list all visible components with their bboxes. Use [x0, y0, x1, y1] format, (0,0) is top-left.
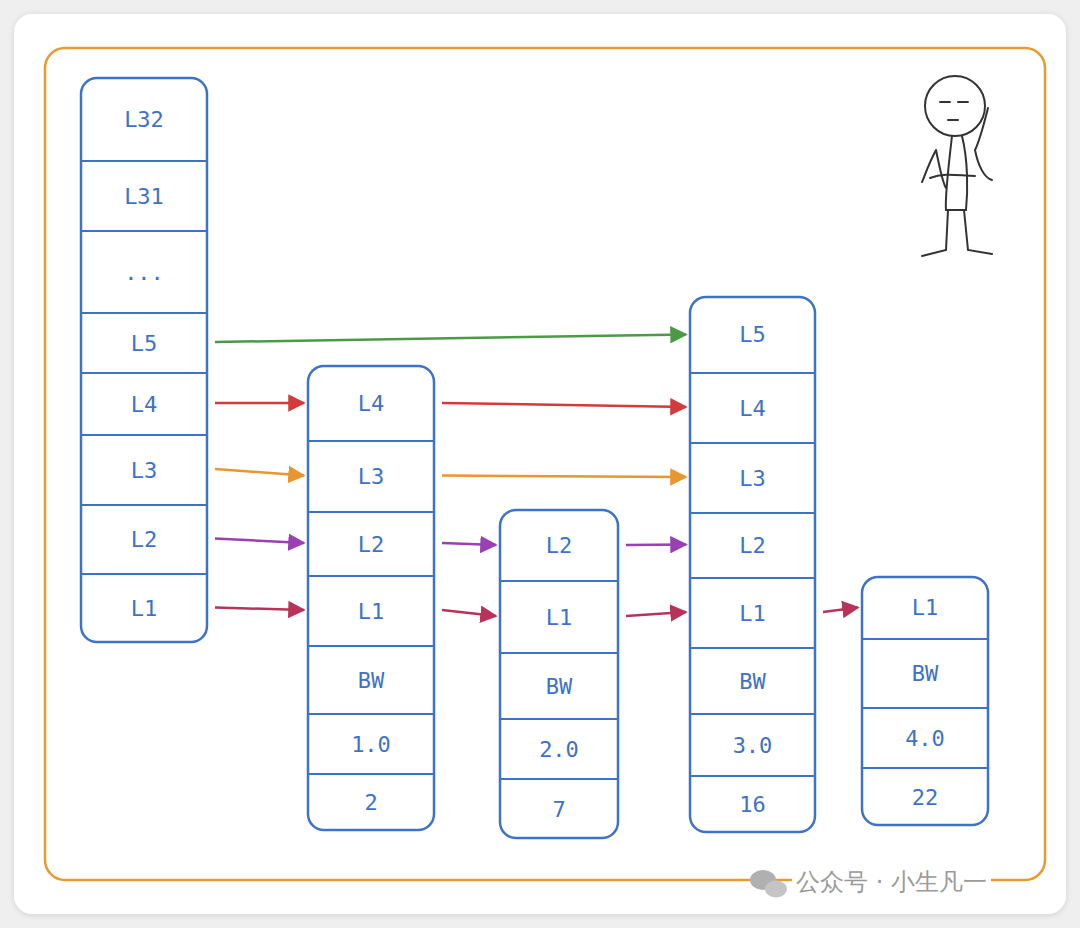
cell-label: BW — [358, 668, 385, 693]
layer-cell: L2 — [690, 512, 815, 577]
column-outline — [500, 510, 618, 838]
layer-cell: L5 — [690, 297, 815, 372]
cell-label: 16 — [739, 792, 766, 817]
layer-cell: L5 — [81, 312, 207, 372]
layer-cell: L1 — [81, 573, 207, 642]
outer-frame — [45, 48, 1045, 880]
layer-cell: 2 — [308, 773, 434, 830]
cell-label: 4.0 — [905, 726, 945, 751]
cell-label: L1 — [131, 596, 158, 621]
layer-arrow — [823, 608, 858, 613]
layer-cell: ... — [81, 230, 207, 312]
layer-arrow — [626, 543, 686, 546]
layer-arrow — [215, 335, 686, 343]
cell-label: 7 — [552, 797, 565, 822]
cell-label: L32 — [124, 107, 164, 132]
layer-cell: L3 — [81, 434, 207, 504]
column-outline — [81, 78, 207, 642]
layer-arrow — [626, 612, 686, 616]
cell-label: L1 — [358, 599, 385, 624]
layer-cell: 4.0 — [862, 707, 988, 767]
cell-label: L3 — [358, 464, 385, 489]
layer-cell: L4 — [690, 372, 815, 442]
layer-cell: L3 — [690, 442, 815, 512]
layer-cell: BW — [308, 645, 434, 713]
layer-cell: L4 — [308, 366, 434, 440]
cell-label: L4 — [358, 391, 385, 416]
layer-cell: L31 — [81, 160, 207, 230]
cell-label: L2 — [131, 527, 158, 552]
cell-label: 1.0 — [351, 732, 391, 757]
cell-label: L5 — [131, 331, 158, 356]
layer-cell: L1 — [690, 577, 815, 647]
column-outline — [862, 577, 988, 825]
layer-cell: L4 — [81, 372, 207, 434]
layer-arrow — [442, 610, 496, 616]
cell-label: BW — [546, 674, 573, 699]
cell-label: BW — [912, 661, 939, 686]
layer-arrow — [442, 543, 496, 545]
layer-cell: 2.0 — [500, 718, 618, 778]
cell-label: L1 — [546, 605, 573, 630]
layer-arrow — [215, 539, 304, 544]
cell-label: L2 — [546, 533, 573, 558]
wechat-icon — [750, 870, 787, 898]
layer-cell: L1 — [308, 575, 434, 645]
cell-label: 3.0 — [733, 733, 773, 758]
layer-cell: 1.0 — [308, 713, 434, 773]
watermark: 公众号 · 小生凡一 — [792, 866, 991, 898]
layer-cell: BW — [690, 647, 815, 713]
layer-cell: 7 — [500, 778, 618, 838]
column-outline — [690, 297, 815, 832]
cell-label: L2 — [358, 532, 385, 557]
cell-label: L3 — [739, 466, 766, 491]
layer-arrow — [215, 608, 304, 611]
cell-label: L31 — [124, 184, 164, 209]
layer-arrow — [442, 476, 686, 478]
cell-label: 22 — [912, 785, 939, 810]
layer-cell: 22 — [862, 767, 988, 825]
cell-label: BW — [739, 669, 766, 694]
cell-label: 2 — [364, 790, 377, 815]
layer-cell: L2 — [308, 511, 434, 575]
layer-arrow — [215, 402, 304, 405]
layer-cell: L32 — [81, 78, 207, 160]
layer-arrow — [442, 403, 686, 407]
cell-label: L3 — [131, 458, 158, 483]
layer-cell: 16 — [690, 775, 815, 832]
layer-cell: L2 — [81, 504, 207, 573]
layer-cell: BW — [862, 638, 988, 707]
cell-label: L2 — [739, 533, 766, 558]
cell-label: 2.0 — [539, 737, 579, 762]
cell-label: L4 — [739, 396, 766, 421]
cell-label: L4 — [131, 392, 158, 417]
layer-cell: BW — [500, 652, 618, 718]
cell-label: L1 — [912, 595, 939, 620]
cell-label: ... — [124, 260, 164, 285]
layer-cell: L1 — [862, 577, 988, 638]
cell-label: L5 — [739, 322, 766, 347]
column-outline — [308, 366, 434, 830]
layer-cell: L1 — [500, 580, 618, 652]
layer-cell: L2 — [500, 510, 618, 580]
cell-label: L1 — [739, 601, 766, 626]
stick-figure — [922, 76, 992, 256]
layer-arrow — [215, 469, 304, 476]
layer-cell: L3 — [308, 440, 434, 511]
layer-cell: 3.0 — [690, 713, 815, 775]
